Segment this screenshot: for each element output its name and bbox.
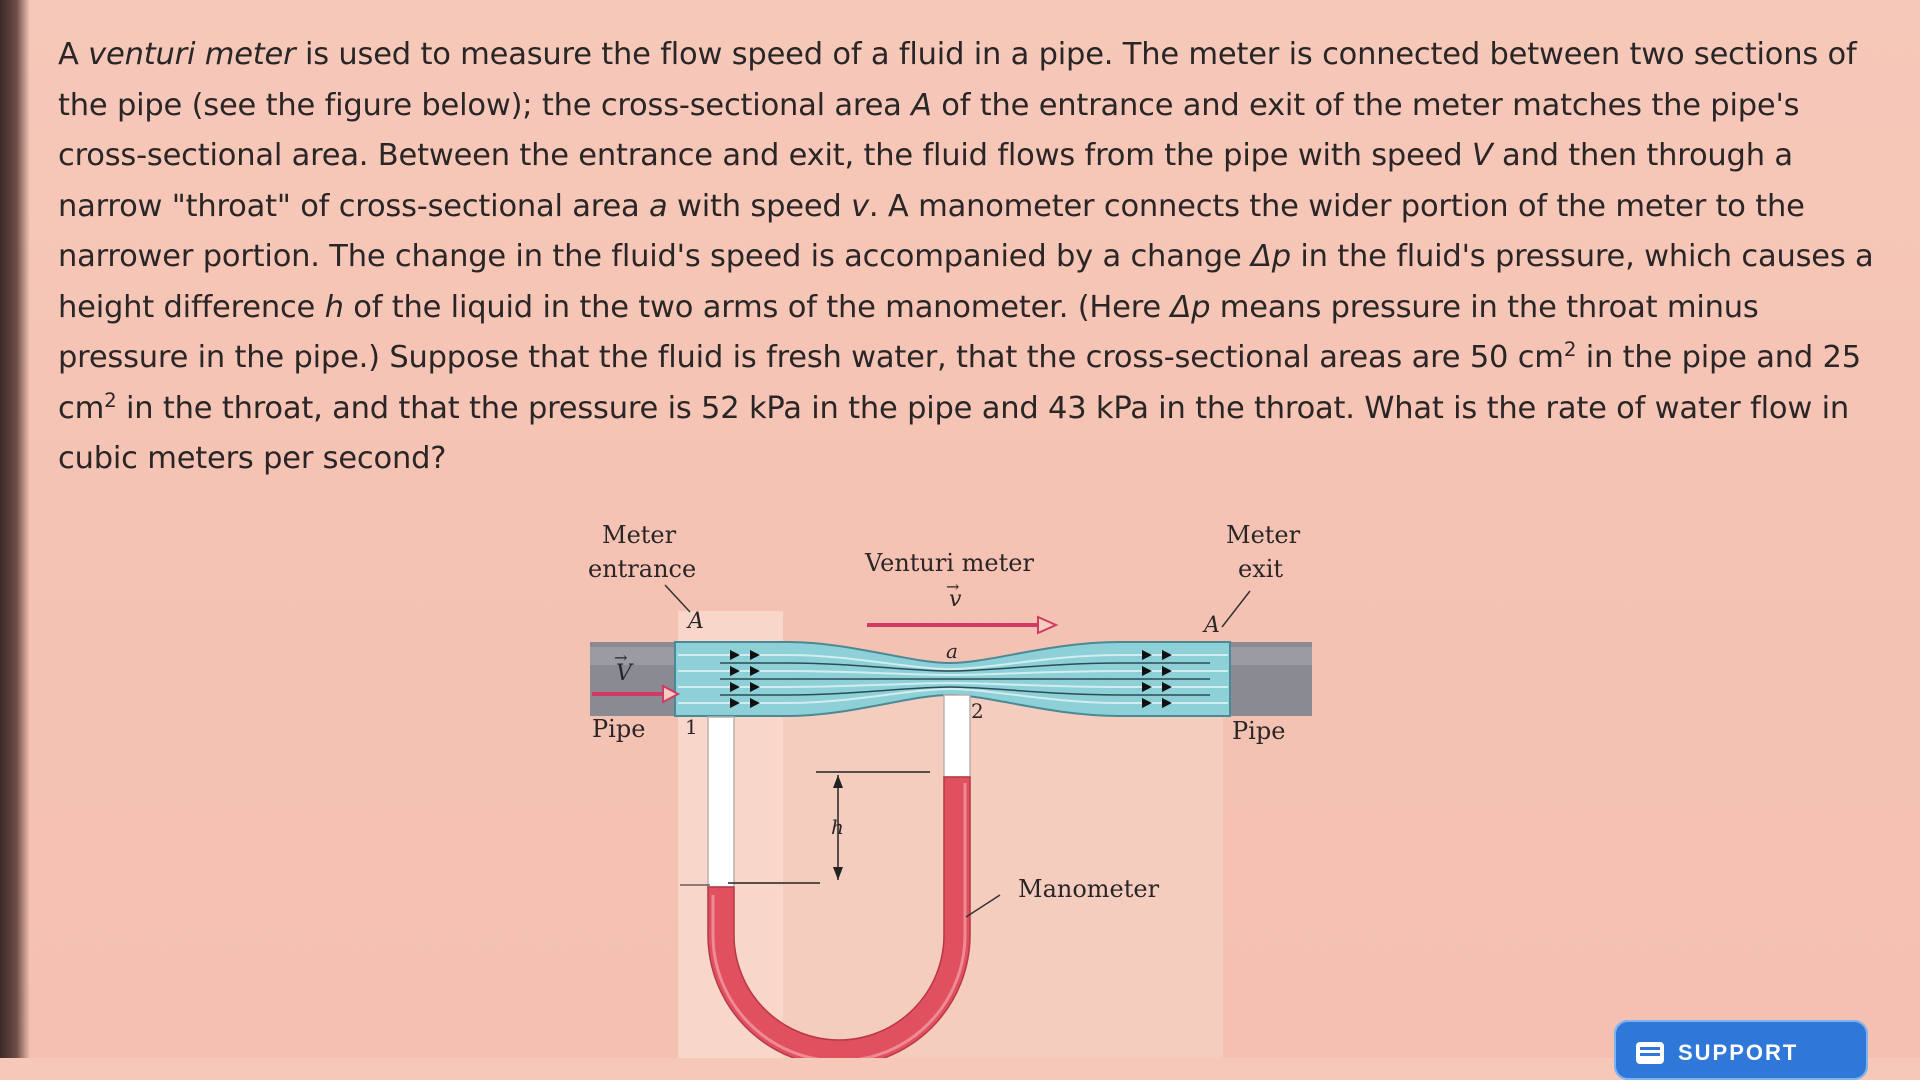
venturi-meter-label: Venturi meter <box>865 549 1034 577</box>
problem-line: the pipe (see the figure below); the cro… <box>58 87 1800 123</box>
venturi-meter-figure: Meter entrance A Venturi meter v → a Met… <box>560 505 1340 1058</box>
problem-line: narrower portion. The change in the flui… <box>58 239 1874 274</box>
speed-v-overarrow: → <box>946 577 960 596</box>
pipe-right-label: Pipe <box>1232 717 1286 745</box>
point-1-label: 1 <box>685 715 698 739</box>
problem-line: A venturi meter is used to measure the f… <box>58 37 1857 72</box>
meter-entrance-label-1: Meter <box>602 521 677 549</box>
center-panel <box>783 695 1223 1058</box>
manometer-left-arm <box>707 716 735 888</box>
speed-V-overarrow: → <box>614 648 628 667</box>
left-edge-shadow <box>0 0 30 1058</box>
problem-line: cubic meters per second? <box>58 441 447 476</box>
point-2-label: 2 <box>971 699 984 723</box>
speed-v-label: v <box>949 587 962 612</box>
meter-exit-label-2: exit <box>1238 555 1284 583</box>
problem-line: narrow "throat" of cross-sectional area … <box>58 188 1805 224</box>
problem-line: cross-sectional area. Between the entran… <box>58 138 1793 173</box>
venturi-diagram <box>590 584 1312 1058</box>
throat-area-label: a <box>946 639 958 663</box>
meter-exit-label-1: Meter <box>1226 521 1301 549</box>
problem-text: A venturi meter is used to measure the f… <box>58 30 1903 485</box>
problem-line: height difference h of the liquid in the… <box>58 289 1759 325</box>
area-A-left-label: A <box>688 609 704 634</box>
area-A-right-label: A <box>1204 613 1220 638</box>
problem-line: pressure in the pipe.) Suppose that the … <box>58 338 1861 375</box>
manometer-label: Manometer <box>1018 875 1160 903</box>
support-button[interactable]: SUPPORT <box>1614 1020 1868 1080</box>
meter-entrance-label-2: entrance <box>588 555 697 583</box>
pipe-left-label: Pipe <box>592 715 646 743</box>
problem-line: cm2 in the throat, and that the pressure… <box>58 388 1849 426</box>
height-h-label: h <box>831 815 844 839</box>
chat-icon <box>1636 1042 1664 1064</box>
speed-V-label: V <box>616 661 632 686</box>
support-button-label: SUPPORT <box>1678 1040 1799 1065</box>
manometer-liquid <box>707 776 971 1058</box>
